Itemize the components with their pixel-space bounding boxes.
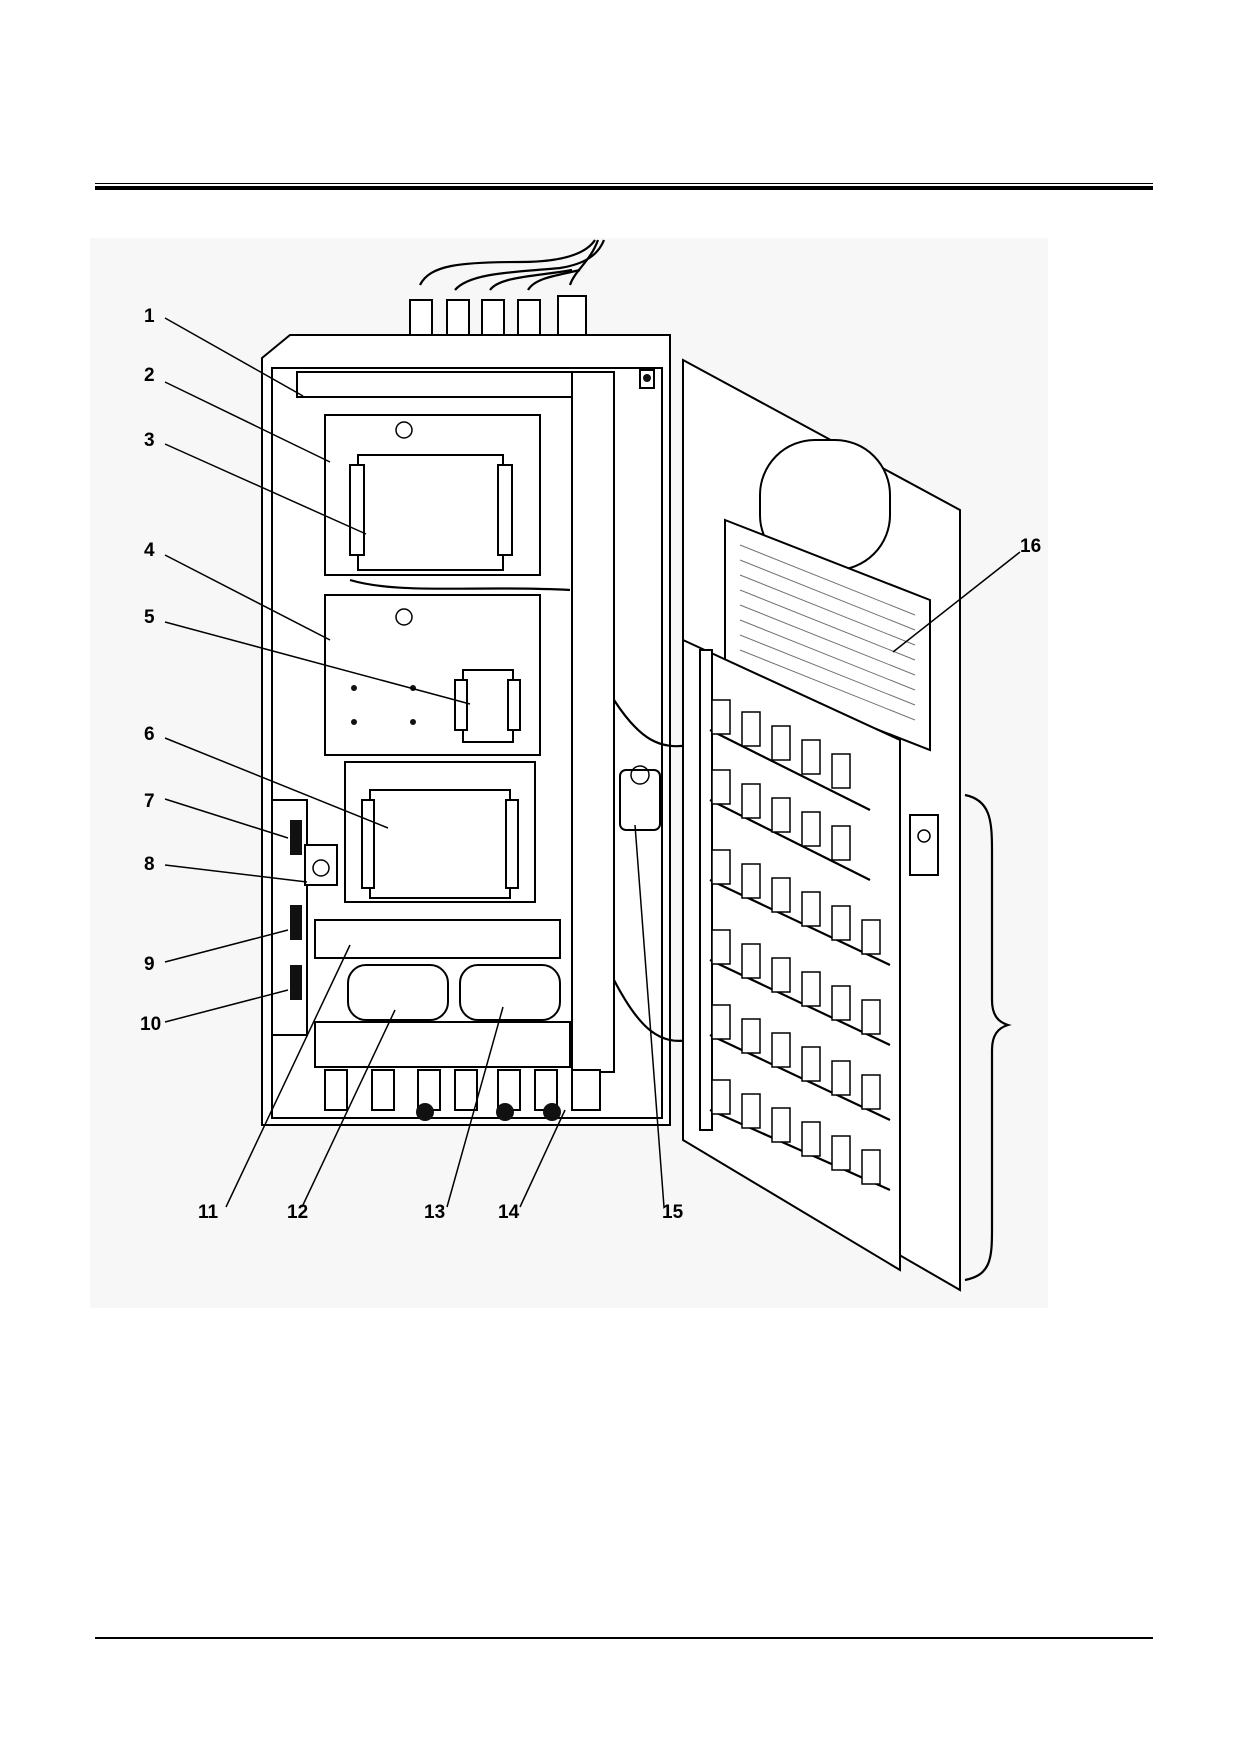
callout-10: 10 [140,1014,161,1035]
callout-11: 11 [198,1202,219,1223]
callout-labels: 1 2 3 4 5 6 7 8 9 10 11 12 13 14 15 16 [140,306,1041,1223]
callout-16: 16 [1020,536,1041,557]
callout-9: 9 [144,954,155,975]
header-rule-thin [95,183,1153,184]
lower-assembly [314,919,601,1121]
vertical-duct [571,371,615,1073]
bottom-connectors [324,1069,601,1121]
callout-15: 15 [662,1202,684,1223]
callout-3: 3 [144,430,155,451]
fuse-rows [709,729,891,1192]
callout-6: 6 [144,724,155,745]
callout-4: 4 [144,540,155,561]
callout-2: 2 [144,365,155,386]
upper-mounting-plate [324,414,571,592]
door-switch [619,769,661,831]
relay-unit [462,669,514,743]
transformer-unit [357,454,504,571]
lower-transformer [344,761,536,903]
ventilation-grille [739,544,916,721]
callout-12: 12 [287,1202,308,1223]
capacitor-right [459,964,561,1021]
middle-mounting-plate [324,594,541,756]
terminal-block-strip [271,799,338,1036]
capacitor-left [347,964,449,1021]
callout-1: 1 [144,306,155,327]
header-rule [95,186,1153,190]
cabinet-door [682,358,961,1292]
callout-5: 5 [144,607,155,628]
callout-8: 8 [144,854,155,875]
callout-7: 7 [144,791,155,812]
door-latch [909,814,939,876]
fuse-panel-brace [964,793,1012,1282]
fuse-holders [711,699,881,1185]
callout-14: 14 [498,1202,520,1223]
leader-lines [164,317,1021,1208]
footer-rule [95,1637,1153,1639]
callout-13: 13 [424,1202,445,1223]
